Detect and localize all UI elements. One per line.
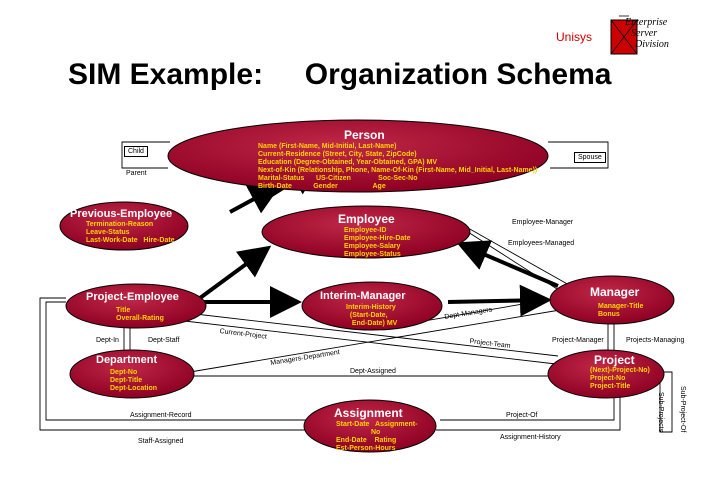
department-title: Department: [96, 354, 158, 366]
sub-projects-label: Sub-Projects: [657, 392, 664, 433]
manager-ellipse: [549, 275, 675, 325]
spouse-loop: [548, 141, 609, 169]
employee-manager-label: Employee-Manager: [512, 219, 574, 226]
projects-managing-label: Projects-Managing: [626, 337, 685, 344]
entity-ellipses: [59, 119, 675, 453]
staff-assigned-line: [39, 297, 310, 431]
person-title: Person: [344, 128, 385, 142]
dept-in-label: Dept-In: [96, 337, 119, 344]
logo-line-2: Server: [631, 28, 658, 39]
person-ellipse: [167, 119, 549, 193]
manager-isa-employee: [456, 240, 559, 288]
assignment-attributes: Start-Date Assignment- No End-Date Ratin…: [336, 421, 418, 452]
logo-line-1: Enterprise: [625, 17, 668, 28]
project-of-line: [440, 396, 615, 421]
slide-title: SIM Example: Organization Schema: [68, 58, 612, 91]
project-attributes: (Next)-Project-No) Project-No Project-Ti…: [590, 367, 650, 390]
project-employee-ellipse: [65, 283, 207, 329]
project-employee-title: Project-Employee: [86, 291, 179, 303]
child-label: Child: [124, 146, 148, 157]
department-ellipse: [69, 349, 195, 399]
interim-manager-attributes: Interim-History (Start-Date, End-Date) M…: [346, 304, 398, 327]
manager-attributes: Manager-Title Bonus: [598, 303, 644, 318]
employees-managed-label: Employees-Managed: [508, 240, 575, 247]
parent-label: Parent: [126, 170, 147, 177]
dept-assigned-label: Dept-Assigned: [350, 368, 396, 375]
managers-department-line: [189, 309, 561, 373]
assignment-title: Assignment: [334, 406, 403, 420]
previous-employee-ellipse: [59, 201, 189, 251]
employee-title: Employee: [338, 212, 395, 226]
projemp-isa-employee: [198, 245, 272, 300]
sub-project-of-label: Sub-Project-Of: [679, 386, 686, 433]
employee-attributes: Employee-ID Employee-Hire-Date Employee-…: [344, 227, 411, 258]
logo-graphic: [610, 15, 638, 55]
project-team-line: [175, 319, 557, 365]
department-attributes: Dept-No Dept-Title Dept-Location: [110, 369, 158, 392]
child-parent-loop: [121, 141, 170, 169]
interim-manager-title: Interim-Manager: [320, 290, 406, 302]
previous-employee-title: Previous-Employee: [70, 208, 173, 220]
employee-ellipse: [261, 205, 471, 259]
project-ellipse: [547, 349, 665, 399]
assignment-ellipse: [303, 399, 437, 453]
brand-label: Unisys: [556, 30, 593, 44]
interim-isa-manager: [447, 284, 552, 317]
previous-employee-attributes: Termination-Reason Leave-Status Last-Wor…: [86, 221, 175, 244]
employee-manager-line: [467, 227, 579, 291]
dept-staff-label: Dept-Staff: [148, 337, 180, 344]
staff-assigned-label: Staff-Assigned: [138, 438, 184, 445]
assignment-record-label: Assignment-Record: [130, 412, 192, 419]
assignment-record-line: [45, 301, 306, 421]
assignment-history-line: [436, 396, 621, 431]
manager-title: Manager: [590, 285, 640, 299]
logo-line-3: Division: [635, 39, 669, 50]
project-title: Project: [594, 353, 635, 367]
project-manager-label: Project-Manager: [552, 337, 604, 344]
assignment-history-label: Assignment-History: [500, 434, 561, 441]
spouse-label: Spouse: [574, 152, 606, 163]
person-attributes: Name (First-Name, Mid-Initial, Last-Name…: [258, 143, 538, 190]
interim-manager-ellipse: [301, 281, 443, 331]
enterprise-server-logo: Enterprise Server Division: [609, 14, 681, 58]
project-employee-attributes: Title Overall-Rating: [116, 307, 164, 322]
project-of-label: Project-Of: [506, 412, 538, 419]
prevemp-isa-person: [229, 184, 282, 214]
current-project-line: [177, 311, 559, 357]
